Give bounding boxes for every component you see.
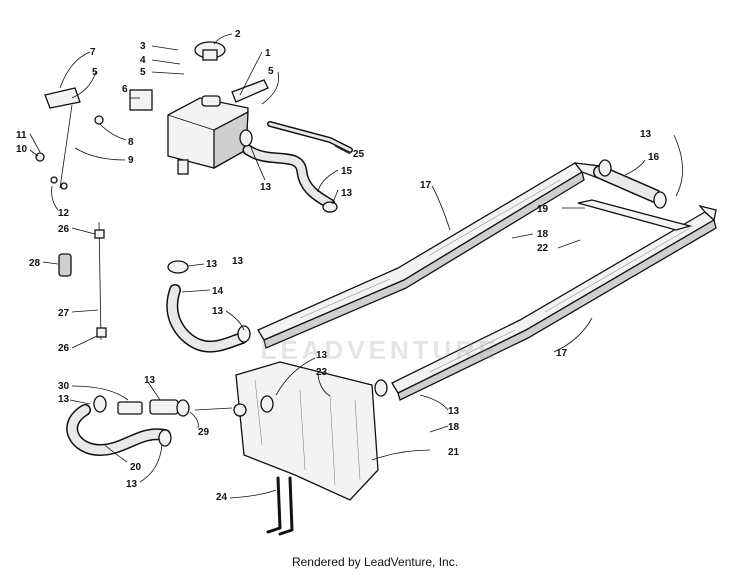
callout: 13 <box>448 406 460 417</box>
callout: 1 <box>265 48 271 59</box>
callout: 5 <box>140 67 146 78</box>
callout-labels: 1 2 3 4 5 5 5 6 7 8 9 10 11 12 13 13 13 … <box>16 29 660 503</box>
hose-14 <box>166 284 248 353</box>
callout: 13 <box>316 350 328 361</box>
callout: 13 <box>206 259 218 270</box>
hose-16 <box>593 165 662 203</box>
callout: 6 <box>122 84 128 95</box>
callout: 24 <box>216 492 228 503</box>
callout: 13 <box>212 306 224 317</box>
callout: 28 <box>29 258 41 269</box>
callout: 17 <box>556 348 568 359</box>
tank-cap <box>194 41 226 61</box>
callout: 3 <box>140 41 146 52</box>
coolant-tank <box>167 95 249 175</box>
callout: 30 <box>58 381 70 392</box>
callout: 26 <box>58 224 70 235</box>
callout: 14 <box>212 286 224 297</box>
callout: 25 <box>353 149 365 160</box>
hose-25 <box>267 121 353 153</box>
callout: 18 <box>448 422 460 433</box>
linkage-rod <box>35 87 104 190</box>
heat-exchanger-upper <box>257 162 601 349</box>
callout: 4 <box>140 55 146 66</box>
hose-clamps <box>93 129 667 447</box>
callout: 27 <box>58 308 70 319</box>
callout: 22 <box>537 243 549 254</box>
callout: 16 <box>648 152 660 163</box>
callout: 13 <box>640 129 652 140</box>
leader-lines <box>29 33 683 499</box>
callout: 13 <box>341 188 353 199</box>
callout: 26 <box>58 343 70 354</box>
callout: 18 <box>537 229 549 240</box>
valve-assembly <box>117 399 247 417</box>
callout: 9 <box>128 155 134 166</box>
callout: 2 <box>235 29 241 40</box>
callout: 11 <box>16 130 27 141</box>
callout: 13 <box>144 375 156 386</box>
callout: 12 <box>58 208 70 219</box>
spring <box>58 253 72 277</box>
callout: 20 <box>130 462 142 473</box>
callout: 7 <box>90 47 96 58</box>
callout: 10 <box>16 144 28 155</box>
callout: 19 <box>537 204 549 215</box>
footer-credit: Rendered by LeadVenture, Inc. <box>291 555 459 569</box>
callout: 13 <box>58 394 70 405</box>
shroud-panel <box>235 361 379 501</box>
thermostat-rod <box>94 221 107 341</box>
hose-20 <box>66 404 171 456</box>
bracket-24 <box>266 476 294 536</box>
callout: 21 <box>448 447 460 458</box>
callout: 8 <box>128 137 134 148</box>
callout: 13 <box>232 256 244 267</box>
callout: 23 <box>316 367 328 378</box>
crossover-tube <box>577 199 693 231</box>
watermark: LEADVENTURE <box>260 335 500 365</box>
tank-bracket <box>231 79 269 103</box>
callout: 15 <box>341 166 353 177</box>
callout: 5 <box>268 66 274 77</box>
callout: 17 <box>420 180 432 191</box>
callout: 5 <box>92 67 98 78</box>
callout: 13 <box>260 182 272 193</box>
hose-15 <box>242 144 336 210</box>
callout: 29 <box>198 427 210 438</box>
decal <box>129 89 153 111</box>
heat-exchanger-lower <box>391 204 717 401</box>
callout: 13 <box>126 479 138 490</box>
